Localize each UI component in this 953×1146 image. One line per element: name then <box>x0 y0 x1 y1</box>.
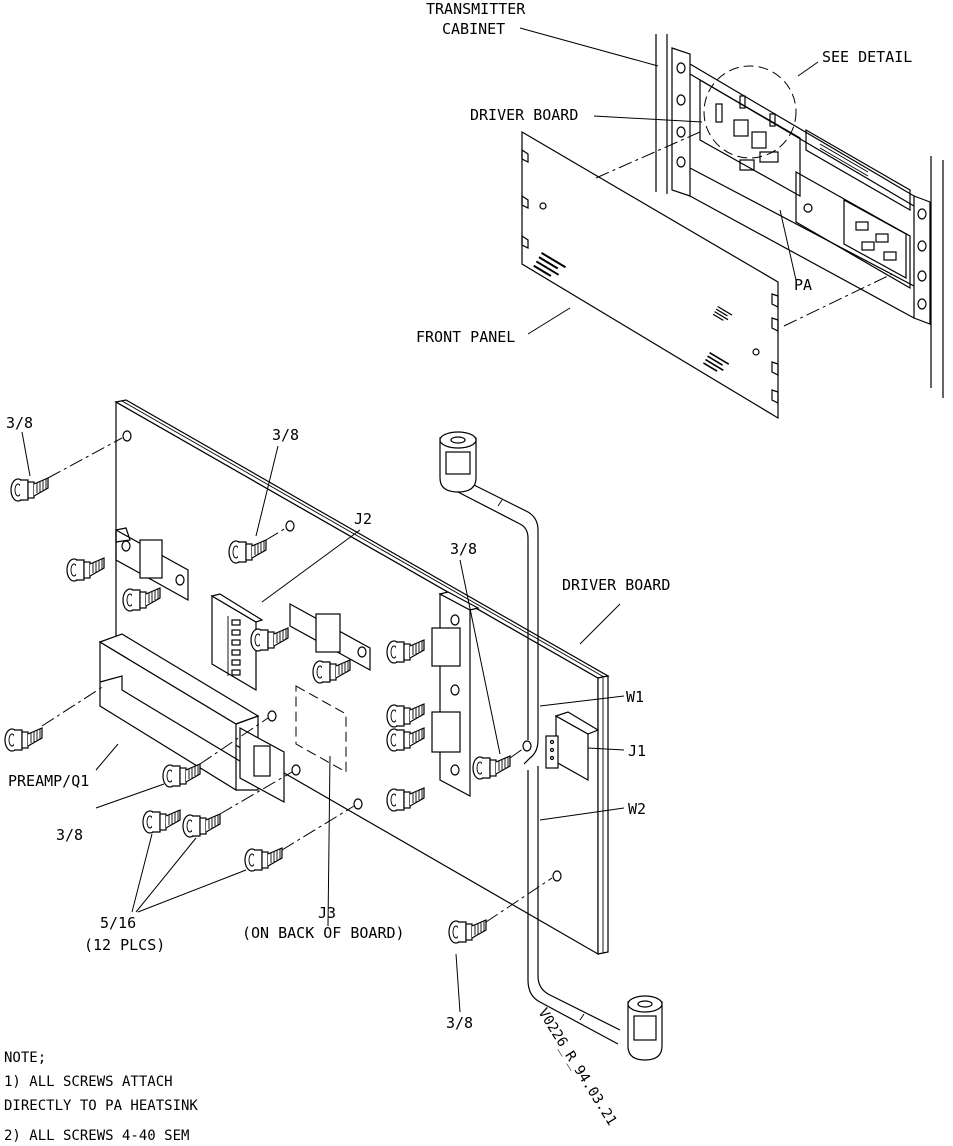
notes-heading: NOTE; <box>4 1050 46 1066</box>
notes-block: NOTE; 1) ALL SCREWS ATTACH DIRECTLY TO P… <box>4 1050 198 1144</box>
label-screw-5-16: 5/16 <box>100 914 136 932</box>
label-transmitter: TRANSMITTER <box>426 0 526 18</box>
label-see-detail: SEE DETAIL <box>822 48 912 66</box>
label-front-panel: FRONT PANEL <box>416 328 515 346</box>
label-preamp: PREAMP/Q1 <box>8 772 89 790</box>
label-screw-3-8-b: 3/8 <box>272 426 299 444</box>
label-j2: J2 <box>354 510 372 528</box>
label-screw-3-8-d: 3/8 <box>56 826 83 844</box>
note-line-3: 2) ALL SCREWS 4-40 SEM <box>4 1128 189 1144</box>
driver-board-detail <box>5 400 662 1060</box>
label-12-plcs: (12 PLCS) <box>84 936 165 954</box>
label-j1: J1 <box>628 742 646 760</box>
note-line-2: DIRECTLY TO PA HEATSINK <box>4 1098 198 1114</box>
label-driver-board-detail: DRIVER BOARD <box>562 576 670 594</box>
label-w1: W1 <box>626 688 644 706</box>
cabinet-view <box>522 34 943 418</box>
label-screw-3-8-c: 3/8 <box>450 540 477 558</box>
label-pa: PA <box>794 276 812 294</box>
label-j3: J3 <box>318 904 336 922</box>
label-cabinet: CABINET <box>442 20 505 38</box>
label-screw-3-8-a: 3/8 <box>6 414 33 432</box>
label-screw-3-8-e: 3/8 <box>446 1014 473 1032</box>
label-w2: W2 <box>628 800 646 818</box>
label-driver-board-top: DRIVER BOARD <box>470 106 578 124</box>
label-j3-note: (ON BACK OF BOARD) <box>242 924 405 942</box>
note-line-1: 1) ALL SCREWS ATTACH <box>4 1074 173 1090</box>
